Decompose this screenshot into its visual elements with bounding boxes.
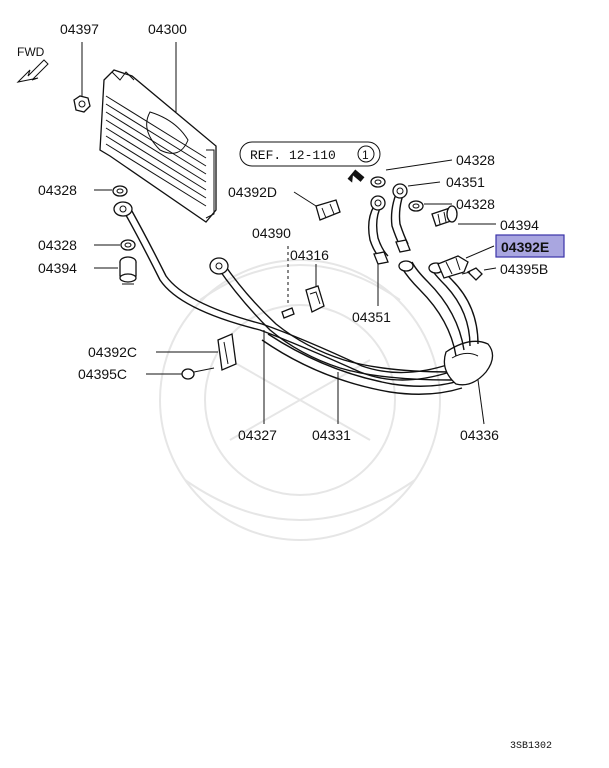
fwd-label: FWD	[17, 45, 45, 59]
fwd-arrow-icon	[16, 59, 49, 83]
nut-04397	[73, 95, 91, 113]
hoses-04351	[367, 183, 411, 265]
washer-04328-upper-right	[370, 176, 386, 188]
label-04394-b: 04394	[500, 217, 539, 233]
label-04328-b: 04328	[38, 237, 77, 253]
label-04395b: 04395B	[500, 261, 548, 277]
pin-04390	[281, 307, 295, 319]
eye-bolt-04394-right	[431, 205, 458, 227]
label-04327: 04327	[238, 427, 277, 443]
clamp-04392d	[315, 199, 341, 221]
bolt-04395b	[461, 267, 483, 281]
label-04397: 04397	[60, 21, 99, 37]
oil-cooler	[99, 69, 217, 223]
label-04328-d: 04328	[456, 196, 495, 212]
bolt-04395c	[181, 367, 215, 380]
label-04300: 04300	[148, 21, 187, 37]
label-04392e[interactable]: 04392E	[501, 239, 549, 255]
label-04328-c: 04328	[456, 152, 495, 168]
washer-04328-left-upper	[112, 185, 128, 197]
label-04392d: 04392D	[228, 184, 277, 200]
label-04316: 04316	[290, 247, 329, 263]
clip-04316	[305, 285, 325, 313]
label-04392c: 04392C	[88, 344, 137, 360]
cooler-hoses	[113, 201, 494, 395]
clamp-04392e	[437, 255, 469, 279]
label-04351-b: 04351	[352, 309, 391, 325]
clamp-04392c	[217, 333, 237, 371]
label-04331: 04331	[312, 427, 351, 443]
highlight-box-04392e[interactable]	[495, 234, 565, 258]
eye-bolt-04394-left	[119, 256, 137, 285]
watermark	[159, 259, 441, 541]
label-04390: 04390	[252, 225, 291, 241]
ref-circle-number: 1	[362, 148, 369, 162]
label-04351-a: 04351	[446, 174, 485, 190]
reference-box: REF. 12-110 1	[239, 141, 381, 167]
washer-04328-left-lower	[120, 239, 136, 251]
ref-text: REF. 12-110	[250, 148, 336, 163]
label-04395c: 04395C	[78, 366, 127, 382]
washer-04328-right	[408, 200, 424, 212]
label-04394-a: 04394	[38, 260, 77, 276]
label-04336: 04336	[460, 427, 499, 443]
label-04328-a: 04328	[38, 182, 77, 198]
ref-arrow-icon	[347, 169, 365, 183]
diagram-code: 3SB1302	[510, 741, 552, 752]
